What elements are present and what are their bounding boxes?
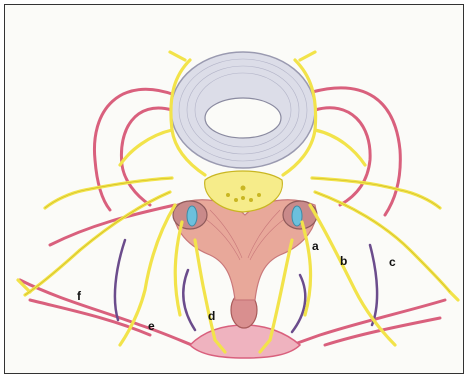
ganglion-right-blue bbox=[292, 206, 302, 226]
label-f: f bbox=[77, 289, 82, 303]
label-a: a bbox=[312, 239, 319, 253]
label-d: d bbox=[208, 309, 215, 323]
vein-mid-left bbox=[183, 270, 195, 330]
vein-right bbox=[370, 245, 377, 325]
artery-right-inner bbox=[315, 108, 370, 205]
vein-left bbox=[115, 240, 125, 320]
label-c: c bbox=[389, 255, 396, 269]
spinous-base bbox=[190, 325, 300, 358]
nucleus bbox=[205, 98, 281, 138]
vein-mid-right bbox=[292, 275, 305, 332]
artery-left-inner bbox=[121, 108, 172, 205]
artery-lower-left-2 bbox=[30, 300, 150, 335]
ganglion-left-blue bbox=[187, 206, 197, 226]
label-e: e bbox=[148, 319, 155, 333]
vertebral-body bbox=[171, 52, 315, 168]
label-b: b bbox=[340, 254, 347, 268]
